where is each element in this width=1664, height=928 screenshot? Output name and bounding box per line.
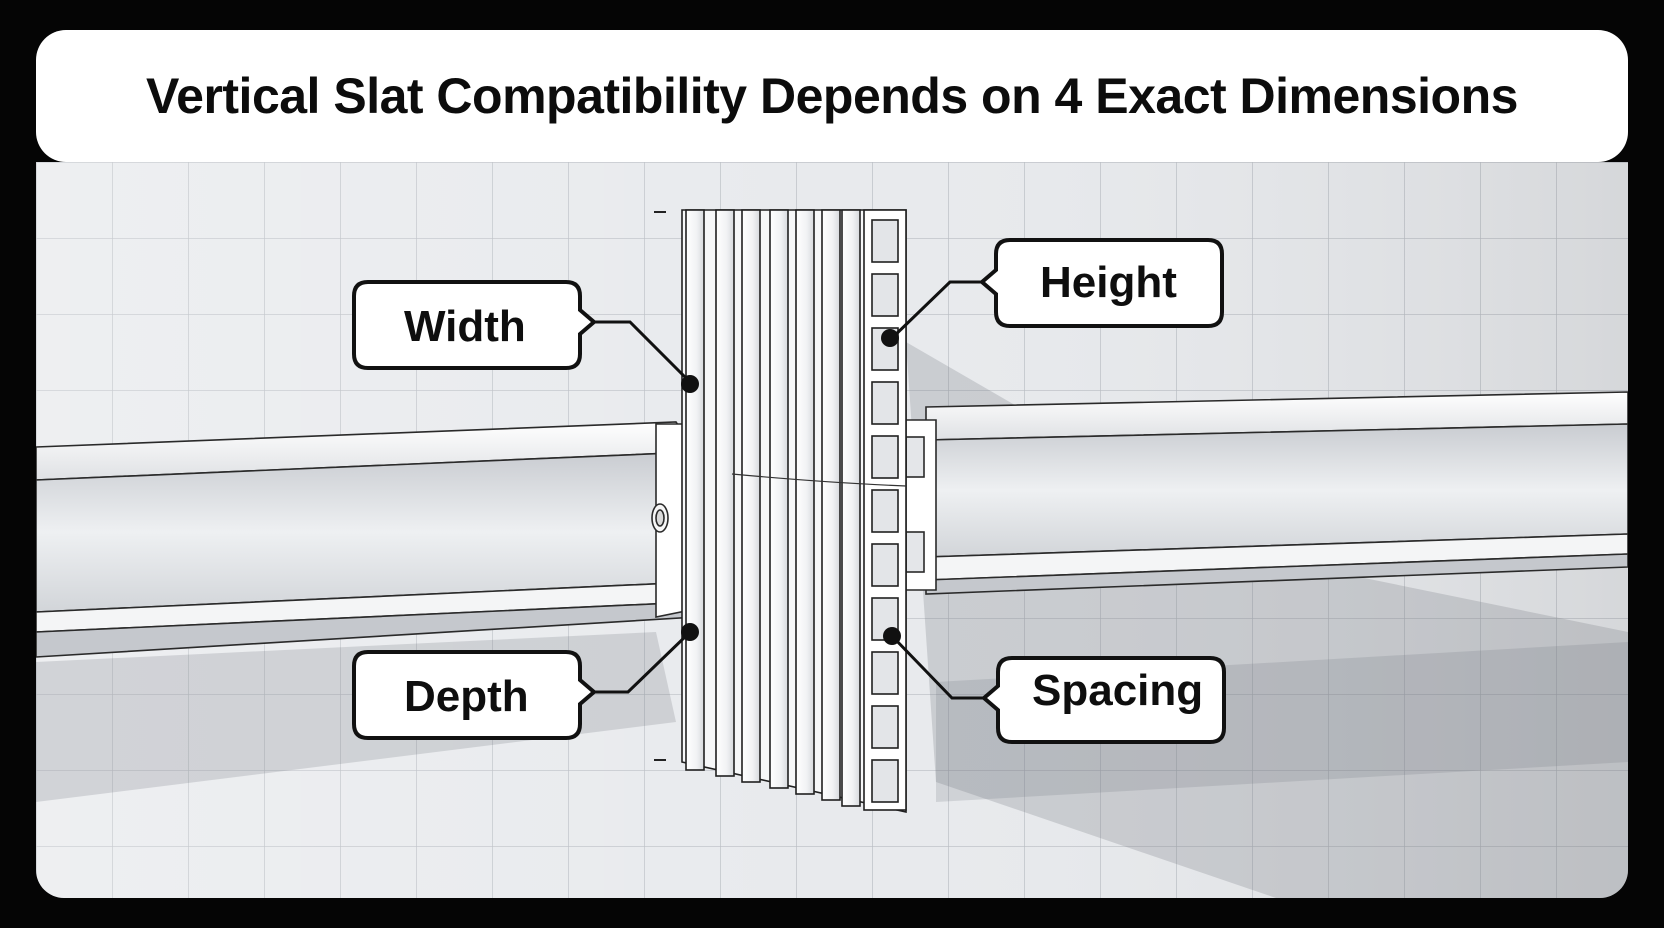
label-height: Height [1040,258,1177,307]
slat-fin [841,209,861,807]
diagram-scene [36,162,1628,898]
edge-cell [871,435,899,479]
label-width: Width [404,302,526,351]
leader-depth [352,623,699,740]
slat-fin [741,209,761,783]
slat-panel [654,209,907,813]
left-rail [36,421,731,658]
callout-width: Width [352,278,699,393]
leader-height [881,238,1224,347]
callout-depth: Depth [352,623,699,742]
leader-width [352,280,699,393]
edge-cell [871,273,899,317]
title-bar: Vertical Slat Compatibility Depends on 4… [36,30,1628,162]
edge-cell [871,543,899,587]
edge-cell [871,705,899,749]
slat-fin [715,209,735,777]
diagram-title: Vertical Slat Compatibility Depends on 4… [146,68,1518,124]
slat-fin [795,209,815,795]
edge-cell [871,651,899,695]
slat-fin [821,209,841,801]
callout-height: Height [880,236,1224,347]
edge-cell [871,489,899,533]
right-rail [897,391,1628,595]
slat-fin [769,209,789,789]
slat-illustration [36,162,1628,898]
edge-cell [871,759,899,803]
label-spacing: Spacing [1032,666,1204,715]
edge-cell [871,381,899,425]
label-depth: Depth [404,672,529,721]
leader-spacing [883,627,1226,744]
edge-cell [871,219,899,263]
callout-spacing: Spacing [882,627,1226,752]
